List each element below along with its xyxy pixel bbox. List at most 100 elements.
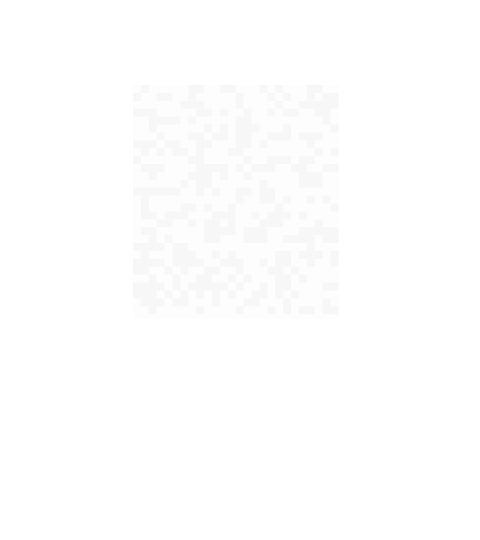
qr-module bbox=[148, 116, 157, 125]
qr-module bbox=[156, 187, 165, 196]
qr-module bbox=[275, 100, 284, 109]
qr-module bbox=[275, 132, 284, 141]
qr-module bbox=[322, 282, 331, 291]
qr-module bbox=[330, 282, 339, 291]
qr-module bbox=[306, 235, 315, 243]
qr-module bbox=[283, 156, 291, 164]
qr-module bbox=[298, 156, 307, 164]
qr-module bbox=[330, 148, 339, 157]
qr-module bbox=[314, 219, 323, 228]
qr-module bbox=[322, 116, 331, 125]
qr-module bbox=[196, 282, 205, 291]
qr-module bbox=[259, 179, 268, 188]
qr-module bbox=[314, 250, 323, 259]
qr-module bbox=[235, 258, 244, 267]
qr-module bbox=[164, 266, 173, 275]
qr-module bbox=[133, 187, 141, 196]
qr-module bbox=[275, 274, 284, 283]
qr-module bbox=[314, 108, 323, 117]
qr-module bbox=[196, 140, 205, 149]
qr-module bbox=[140, 108, 149, 117]
qr-module bbox=[322, 235, 331, 243]
qr-module bbox=[148, 243, 157, 251]
qr-module bbox=[306, 179, 315, 188]
qr-module bbox=[140, 243, 149, 251]
qr-module bbox=[283, 132, 291, 141]
qr-module bbox=[180, 148, 189, 157]
qr-module bbox=[235, 187, 244, 196]
qr-module bbox=[243, 235, 252, 243]
qr-module bbox=[164, 211, 173, 220]
qr-module bbox=[204, 124, 212, 133]
qr-module bbox=[188, 132, 197, 141]
qr-module bbox=[180, 100, 189, 109]
qr-module bbox=[306, 258, 315, 267]
qr-module bbox=[196, 148, 205, 157]
qr-module bbox=[235, 116, 244, 125]
qr-module bbox=[235, 266, 244, 275]
qr-module bbox=[140, 164, 149, 172]
qr-module bbox=[148, 274, 157, 283]
qr-module bbox=[330, 203, 339, 212]
qr-module bbox=[267, 156, 276, 164]
qr-module bbox=[227, 227, 236, 236]
qr-module bbox=[330, 227, 339, 236]
qr-module bbox=[283, 250, 291, 259]
qr-module bbox=[227, 148, 236, 157]
qr-module bbox=[140, 290, 149, 299]
qr-module bbox=[283, 108, 291, 117]
qr-module bbox=[251, 164, 260, 172]
qr-module bbox=[322, 298, 331, 307]
qr-module bbox=[283, 274, 291, 283]
qr-code-graphic bbox=[133, 85, 339, 315]
qr-module bbox=[148, 124, 157, 133]
qr-module bbox=[180, 243, 189, 251]
qr-module bbox=[133, 290, 141, 299]
qr-module bbox=[172, 250, 181, 259]
qr-module bbox=[140, 148, 149, 157]
qr-module bbox=[196, 108, 205, 117]
qr-module bbox=[188, 203, 197, 212]
qr-module bbox=[267, 306, 276, 315]
qr-module bbox=[156, 92, 165, 101]
qr-module bbox=[140, 140, 149, 149]
qr-module bbox=[306, 100, 315, 109]
qr-module bbox=[275, 290, 284, 299]
qr-module bbox=[243, 274, 252, 283]
qr-module bbox=[306, 132, 315, 141]
qr-module bbox=[172, 282, 181, 291]
qr-module bbox=[196, 179, 205, 188]
qr-module bbox=[227, 85, 236, 93]
qr-module bbox=[204, 235, 212, 243]
qr-module bbox=[164, 140, 173, 149]
qr-module bbox=[251, 235, 260, 243]
qr-module bbox=[148, 258, 157, 267]
qr-module bbox=[283, 298, 291, 307]
qr-module bbox=[204, 140, 212, 149]
qr-module bbox=[291, 290, 299, 299]
qr-module bbox=[298, 211, 307, 220]
qr-module bbox=[243, 171, 252, 180]
qr-module bbox=[156, 282, 165, 291]
qr-module bbox=[259, 290, 268, 299]
qr-module bbox=[204, 227, 212, 236]
qr-module bbox=[219, 258, 228, 267]
qr-modules bbox=[133, 85, 339, 315]
qr-module bbox=[180, 298, 189, 307]
qr-module bbox=[298, 306, 307, 315]
qr-module bbox=[140, 203, 149, 212]
qr-module bbox=[212, 187, 220, 196]
qr-module bbox=[148, 108, 157, 117]
qr-module bbox=[306, 243, 315, 251]
qr-module bbox=[156, 258, 165, 267]
qr-module bbox=[172, 140, 181, 149]
qr-module bbox=[330, 92, 339, 101]
qr-module bbox=[188, 85, 197, 93]
qr-module bbox=[156, 132, 165, 141]
qr-module bbox=[219, 124, 228, 133]
qr-module bbox=[259, 85, 268, 93]
qr-module bbox=[314, 100, 323, 109]
qr-module bbox=[156, 148, 165, 157]
qr-module bbox=[314, 227, 323, 236]
